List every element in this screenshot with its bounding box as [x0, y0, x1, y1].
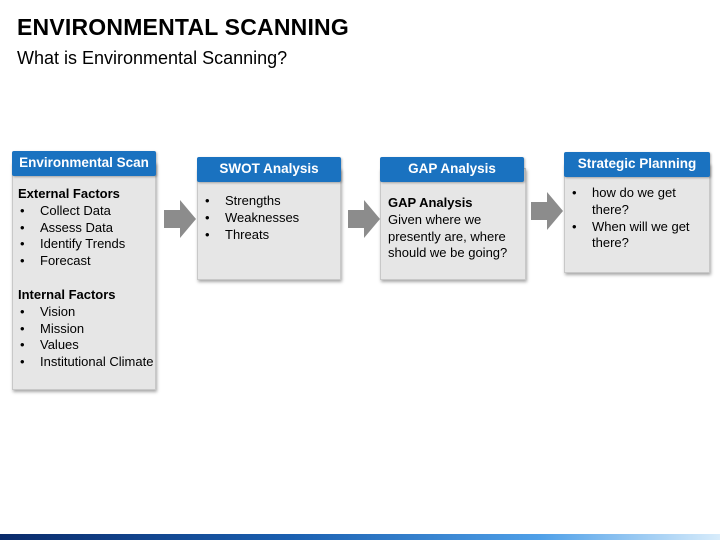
- list-item: Institutional Climate: [18, 354, 158, 371]
- list-external-factors: Collect Data Assess Data Identify Trends…: [18, 203, 158, 270]
- list-item: Threats: [203, 227, 339, 244]
- card-gap-analysis: [380, 168, 526, 280]
- card-body-swot-analysis: Strengths Weaknesses Threats: [203, 193, 339, 243]
- card-body-strategic-planning: how do we get there? When will we get th…: [570, 185, 700, 252]
- arrow-right-icon: [531, 192, 563, 230]
- card-header-environmental-scan: Environmental Scan: [12, 151, 156, 176]
- list-item: When will we get there?: [570, 219, 700, 253]
- list-internal-factors: Vision Mission Values Institutional Clim…: [18, 304, 158, 371]
- card-body-environmental-scan: External Factors Collect Data Assess Dat…: [18, 186, 158, 371]
- list-strategic-planning: how do we get there? When will we get th…: [570, 185, 700, 252]
- slide-subtitle: What is Environmental Scanning?: [17, 48, 288, 68]
- gap-body-line: Given where we: [388, 211, 482, 227]
- list-item: Collect Data: [18, 203, 158, 220]
- card-body-gap-analysis: GAP Analysis Given where we presently ar…: [388, 195, 522, 262]
- gap-body-label: GAP Analysis: [388, 195, 473, 210]
- list-item: how do we get there?: [570, 185, 700, 219]
- list-item: Values: [18, 337, 158, 354]
- card-header-strategic-planning: Strategic Planning: [564, 152, 710, 177]
- list-item: Mission: [18, 321, 158, 338]
- card-header-swot-analysis: SWOT Analysis: [197, 157, 341, 182]
- list-item: Strengths: [203, 193, 339, 210]
- list-item: Identify Trends: [18, 236, 158, 253]
- card-header-gap-analysis: GAP Analysis: [380, 157, 524, 182]
- arrow-right-icon: [164, 200, 196, 238]
- list-item: Weaknesses: [203, 210, 339, 227]
- group-label-internal: Internal Factors: [18, 286, 116, 302]
- arrow-right-icon: [348, 200, 380, 238]
- group-label-external: External Factors: [18, 186, 120, 201]
- footer-accent-bar: [0, 534, 720, 540]
- list-item: Vision: [18, 304, 158, 321]
- list-item: Forecast: [18, 253, 158, 270]
- slide-title: ENVIRONMENTAL SCANNING: [17, 14, 349, 40]
- list-swot: Strengths Weaknesses Threats: [203, 193, 339, 243]
- gap-body-line: should we be going?: [388, 245, 508, 261]
- gap-body-line: presently are, where: [388, 228, 506, 244]
- list-item: Assess Data: [18, 220, 158, 237]
